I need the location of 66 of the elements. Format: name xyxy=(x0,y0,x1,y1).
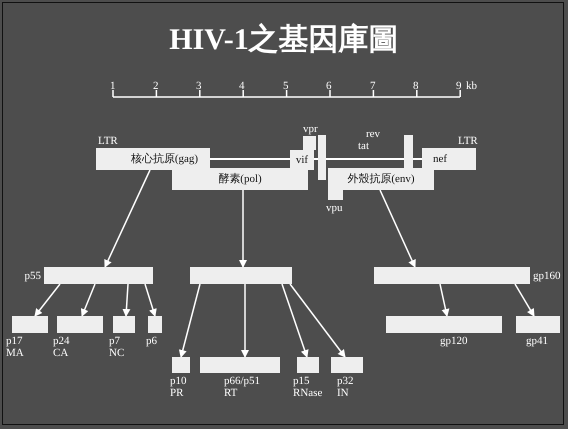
protein-label: RT xyxy=(224,387,238,399)
scale-label: 3 xyxy=(196,80,202,92)
gene-label: tat xyxy=(358,140,369,152)
arrow xyxy=(80,284,96,317)
genome-line xyxy=(314,158,318,160)
protein-label: gp41 xyxy=(526,335,548,347)
protein-label: vpr xyxy=(303,123,318,135)
gene-box xyxy=(119,148,210,170)
protein-label: p10 xyxy=(170,375,186,387)
protein-label: PR xyxy=(170,387,184,399)
protein-label: p7 xyxy=(109,335,120,347)
protein-label: p55 xyxy=(24,270,41,282)
protein-label: gp120 xyxy=(440,335,468,347)
arrow xyxy=(239,190,247,268)
scale-label: 5 xyxy=(283,80,288,92)
gene-box xyxy=(290,150,314,170)
protein-label: p6 xyxy=(146,335,157,347)
protein-label: p32 xyxy=(337,375,354,387)
protein-label: p17 xyxy=(6,335,22,347)
scale-label: 6 xyxy=(326,80,332,92)
gene-box xyxy=(422,148,458,170)
scale-label: 4 xyxy=(239,80,244,92)
gene-name: 外殼抗原(env) xyxy=(346,173,416,185)
arrow xyxy=(144,284,157,317)
gene-box xyxy=(172,168,308,190)
protein-label: p66/p51 xyxy=(224,375,260,387)
exon-box xyxy=(404,135,413,168)
arrow xyxy=(289,284,346,358)
gene-box xyxy=(328,168,434,190)
exon-box xyxy=(318,135,326,180)
protein-label: gp160 xyxy=(533,270,560,282)
gene-name: 核心抗原(gag) xyxy=(130,153,200,165)
protein-label: CA xyxy=(53,347,68,359)
protein-label: IN xyxy=(337,387,349,399)
protein-label: MA xyxy=(6,347,24,359)
scale-label: 8 xyxy=(413,80,418,92)
arrow xyxy=(104,170,151,268)
scale-label: 1 xyxy=(110,80,116,92)
arrow xyxy=(514,284,535,317)
protein-label: LTR xyxy=(98,135,118,147)
protein-label: vpu xyxy=(326,202,342,214)
genome-line xyxy=(210,158,290,160)
protein-label: LTR xyxy=(458,135,478,147)
gene-label: rev xyxy=(366,128,380,140)
arrow xyxy=(439,284,450,317)
diagram-title: HIV-1之基因庫圖 xyxy=(168,22,400,58)
arrow xyxy=(379,190,416,268)
arrow xyxy=(241,284,249,358)
protein-label: NC xyxy=(109,347,124,359)
protein-label: RNase xyxy=(293,387,322,399)
scale-label: 2 xyxy=(153,80,158,92)
protein-label: p24 xyxy=(53,335,70,347)
arrow xyxy=(122,284,130,317)
scale-label: kb xyxy=(466,80,477,92)
genome-line xyxy=(326,158,404,160)
gene-name: nef xyxy=(432,153,448,165)
gene-name: vif xyxy=(294,154,310,166)
protein-label: p15 xyxy=(293,375,310,387)
protein-box xyxy=(190,267,292,284)
arrow xyxy=(281,284,309,358)
scale-label: 7 xyxy=(370,80,376,92)
gene-name: 酵素(pol) xyxy=(217,173,263,185)
arrow xyxy=(178,284,201,358)
scale-label: 9 xyxy=(456,80,462,92)
arrow xyxy=(34,284,61,317)
genome-line xyxy=(413,158,422,160)
